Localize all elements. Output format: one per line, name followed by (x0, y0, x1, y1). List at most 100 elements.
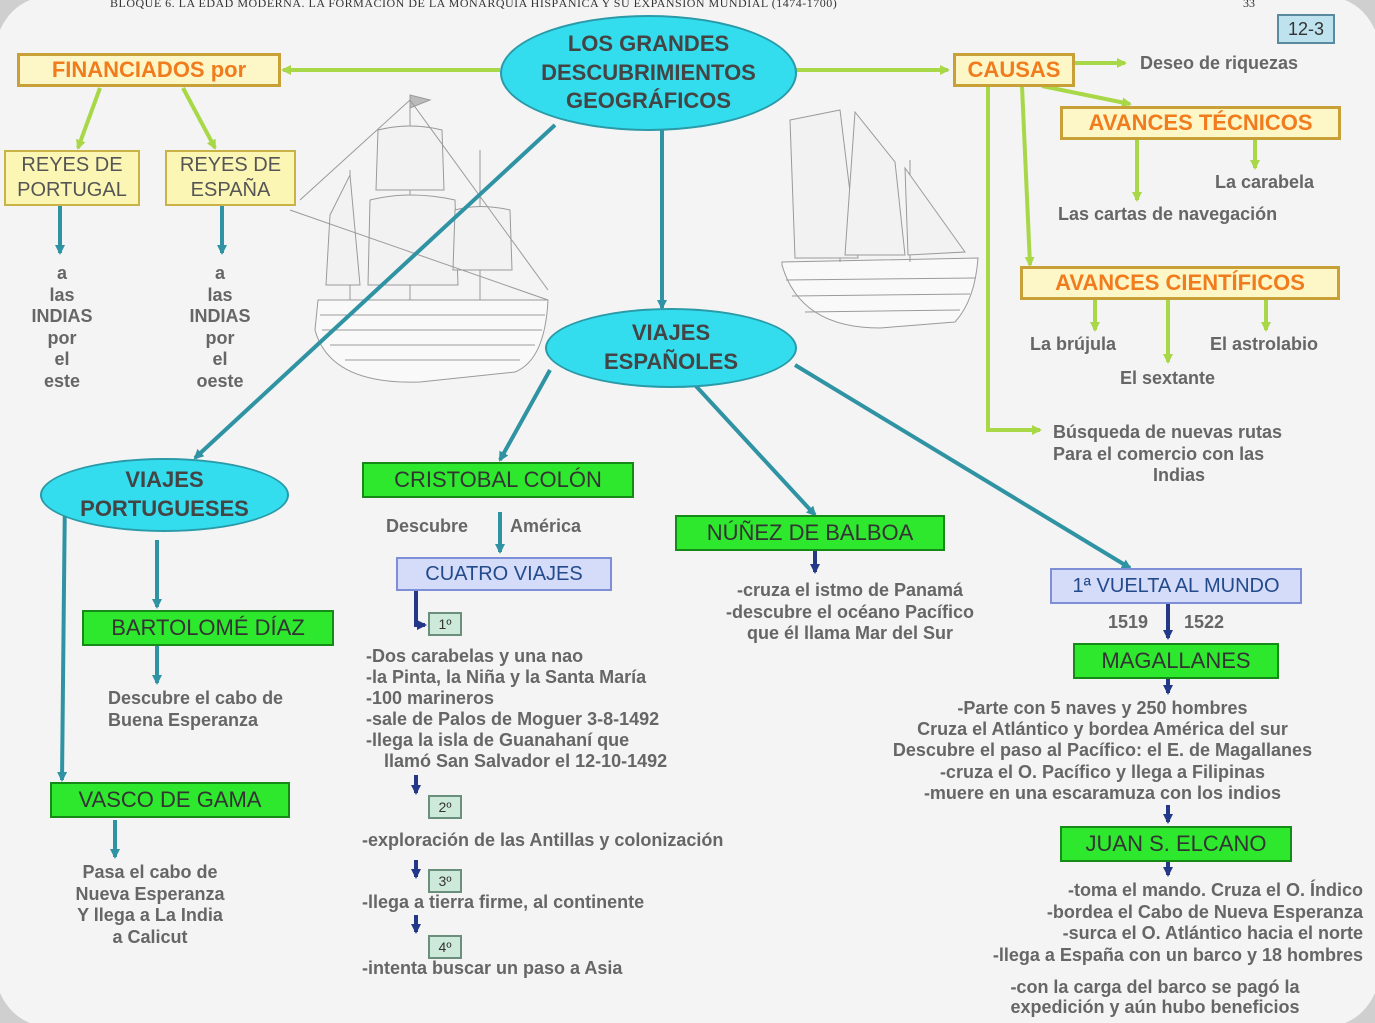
chapter-header: BLOQUE 6. LA EDAD MODERNA. LA FORMACIÓN … (110, 0, 838, 10)
cuatro-viajes-node: CUATRO VIAJES (396, 557, 612, 591)
cristobal-colon-node: CRISTOBAL COLÓN (362, 462, 634, 498)
viaje-1-text: -Dos carabelas y una nao -la Pinta, la N… (366, 646, 667, 772)
text-line: -muere en una escaramuza con los indios (923, 782, 1282, 803)
vasco-de-gama-node: VASCO DE GAMA (50, 782, 290, 818)
text-line: Indias (1153, 465, 1206, 486)
text-line: -la Pinta, la Niña y la Santa María (366, 667, 647, 688)
magallanes-description: -Parte con 5 naves y 250 hombres Cruza e… (835, 698, 1370, 804)
main-topic-line3: GEOGRÁFICOS (565, 88, 731, 114)
text-line: a (56, 263, 67, 283)
el-astrolabio: El astrolabio (1210, 334, 1319, 354)
text-line: el (212, 349, 228, 370)
text-line: a (214, 263, 225, 283)
colon-america: América (510, 516, 582, 536)
text-line: por (47, 327, 77, 348)
text-line: Descubre el cabo de (108, 688, 284, 708)
viaje-2-badge: 2º (428, 795, 462, 819)
page-id-badge: 12-3 (1277, 14, 1335, 44)
busqueda-rutas: Búsqueda de nuevas rutas Para el comerci… (1053, 422, 1282, 487)
text-line: por (205, 327, 235, 348)
viaje-3-text: -llega a tierra firme, al continente (362, 892, 645, 912)
elcano-extra: -con la carga del barco se pagó la exped… (960, 977, 1350, 1018)
viaje-4-badge: 4º (428, 935, 462, 959)
caravel-ship-illustration (781, 109, 979, 329)
text-line: Nueva Esperanza (75, 883, 225, 904)
text-line: llamó San Salvador el 12-10-1492 (384, 751, 668, 772)
viaje-1-badge: 1º (428, 612, 462, 636)
reyes-portugal-l2: PORTUGAL (17, 179, 127, 201)
text-line: Descubre el paso al Pacífico: el E. de M… (892, 740, 1313, 761)
la-brujula: La brújula (1030, 334, 1117, 354)
text-line: Y llega a La India (77, 905, 223, 926)
text-line: INDIAS (189, 306, 251, 327)
text-line: el (54, 349, 70, 370)
text-line: Cruza el Atlántico y bordea América del … (917, 719, 1288, 740)
balboa-description: -cruza el istmo de Panamá -descubre el o… (680, 580, 1020, 645)
espana-destination: a las INDIAS por el oeste (170, 263, 270, 393)
reyes-espana-node: REYES DE ESPAÑA (165, 150, 296, 206)
reyes-portugal-l1: REYES DE (21, 154, 123, 176)
causas-node: CAUSAS (953, 53, 1075, 87)
text-line: -cruza el O. Pacífico y llega a Filipina… (939, 761, 1266, 782)
diaz-description: Descubre el cabo de Buena Esperanza (108, 688, 283, 731)
text-line: -100 marineros (366, 688, 495, 709)
text-line: -Parte con 5 naves y 250 hombres (957, 698, 1248, 718)
nunez-balboa-node: NÚÑEZ DE BALBOA (675, 515, 945, 551)
la-carabela: La carabela (1215, 172, 1315, 192)
text-line: -sale de Palos de Moguer 3-8-1492 (366, 709, 660, 730)
text-line: -llega a España con un barco y 18 hombre… (992, 944, 1363, 965)
text-line: Búsqueda de nuevas rutas (1053, 422, 1283, 442)
carrack-ship-illustration (289, 94, 549, 383)
bartolome-diaz-node: BARTOLOMÉ DÍAZ (82, 610, 334, 646)
viaje-4-text: -intenta buscar un paso a Asia (362, 958, 623, 978)
text-line: -descubre el océano Pacífico (725, 601, 975, 622)
text-line: -Dos carabelas y una nao (366, 646, 584, 666)
text-line: este (43, 370, 81, 391)
main-topic-line1: LOS GRANDES (567, 31, 730, 57)
text-line: expedición y aún hubo beneficios (1010, 996, 1300, 1017)
text-line: a Calicut (112, 926, 188, 947)
text-line: Para el comercio con las (1053, 443, 1265, 464)
deseo-riquezas: Deseo de riquezas (1140, 53, 1299, 73)
text-line: INDIAS (31, 306, 93, 327)
text-line: Buena Esperanza (108, 709, 259, 730)
reyes-espana-l2: ESPAÑA (190, 179, 271, 201)
portugueses-l2: PORTUGUESES (80, 496, 249, 521)
gama-description: Pasa el cabo de Nueva Esperanza Y llega … (60, 862, 240, 948)
text-line: que él llama Mar del Sur (746, 623, 954, 644)
financiados-node: FINANCIADOS por (17, 53, 281, 87)
magallanes-node: MAGALLANES (1073, 643, 1279, 679)
year-1522: 1522 (1184, 612, 1225, 632)
elcano-description: -toma el mando. Cruza el O. Índico -bord… (860, 880, 1363, 966)
espanoles-l1: VIAJES (631, 320, 711, 346)
text-line: -con la carga del barco se pagó la (1010, 977, 1300, 997)
avances-cientificos-node: AVANCES CIENTÍFICOS (1020, 266, 1340, 300)
text-line: las (49, 284, 75, 305)
text-line: -toma el mando. Cruza el O. Índico (1067, 880, 1363, 900)
text-line: -bordea el Cabo de Nueva Esperanza (1046, 901, 1363, 922)
espanoles-l2: ESPAÑOLES (603, 349, 739, 374)
portugueses-l1: VIAJES (125, 467, 204, 493)
viajes-espanoles-node: VIAJES ESPAÑOLES (545, 308, 797, 388)
text-line: -cruza el istmo de Panamá (736, 580, 964, 600)
reyes-portugal-node: REYES DE PORTUGAL (4, 150, 140, 206)
el-sextante: El sextante (1120, 368, 1216, 388)
text-line: oeste (196, 370, 244, 391)
viaje-3-badge: 3º (428, 869, 462, 893)
vuelta-mundo-node: 1ª VUELTA AL MUNDO (1050, 568, 1302, 604)
text-line: Pasa el cabo de (82, 862, 218, 882)
year-1519: 1519 (1108, 612, 1149, 632)
main-topic-line2: DESCUBRIMIENTOS (541, 59, 756, 85)
page-number: 33 (1243, 0, 1255, 10)
reyes-espana-l1: REYES DE (179, 154, 282, 176)
avances-tecnicos-node: AVANCES TÉCNICOS (1060, 106, 1341, 140)
portugal-destination: a las INDIAS por el este (12, 263, 112, 393)
viaje-2-text: -exploración de las Antillas y colonizac… (362, 830, 724, 850)
viajes-portugueses-node: VIAJES PORTUGUESES (40, 458, 289, 532)
text-line: -surca el O. Atlántico hacia el norte (1062, 923, 1363, 944)
juan-elcano-node: JUAN S. ELCANO (1060, 826, 1292, 862)
colon-descubre: Descubre (386, 516, 469, 536)
